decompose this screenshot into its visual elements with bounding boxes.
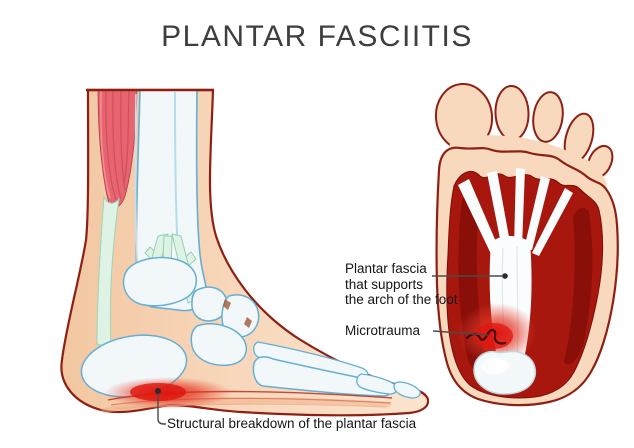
third-toe (532, 91, 564, 143)
leader-dot-plantar-fascia (502, 273, 508, 279)
fascia-band-2 (487, 171, 511, 249)
fascia-band-3 (514, 168, 525, 247)
toe-phalanx-distal (393, 381, 421, 399)
leader-line-microtrauma (432, 330, 489, 336)
fascia-band-4 (524, 176, 550, 250)
fascia-band-1 (458, 179, 500, 254)
bone-gap-shadows (223, 299, 252, 328)
heel-pad-highlight (481, 358, 509, 374)
navicular-bone (191, 286, 228, 322)
cuboid-bone (190, 323, 248, 367)
annotation-leaders (155, 273, 508, 425)
lateral-foot-cross-section (60, 88, 430, 417)
fibula-edge-line (134, 93, 139, 275)
label-structural-breakdown: Structural breakdown of the plantar fasc… (167, 416, 417, 431)
fascia-band-5 (532, 188, 573, 256)
plantar-foot-view (434, 83, 619, 407)
leader-line-structural-breakdown (157, 391, 166, 425)
label-plantar-fascia: Plantar fascia that supports the arch of… (345, 261, 458, 307)
toe-phalanx-proximal (356, 373, 398, 395)
talus-bone (122, 256, 198, 307)
heel-inflammation-glow (104, 377, 232, 409)
second-toe (494, 85, 530, 141)
calf-muscle-striations (105, 90, 130, 201)
achilles-tendon (96, 195, 120, 349)
calf-muscle-highlight (100, 90, 111, 199)
label-microtrauma: Microtrauma (345, 323, 421, 338)
page-title: PLANTAR FASCIITIS (161, 20, 473, 53)
leader-dot-structural-breakdown (155, 388, 161, 394)
heel-fat-pad (473, 350, 537, 395)
